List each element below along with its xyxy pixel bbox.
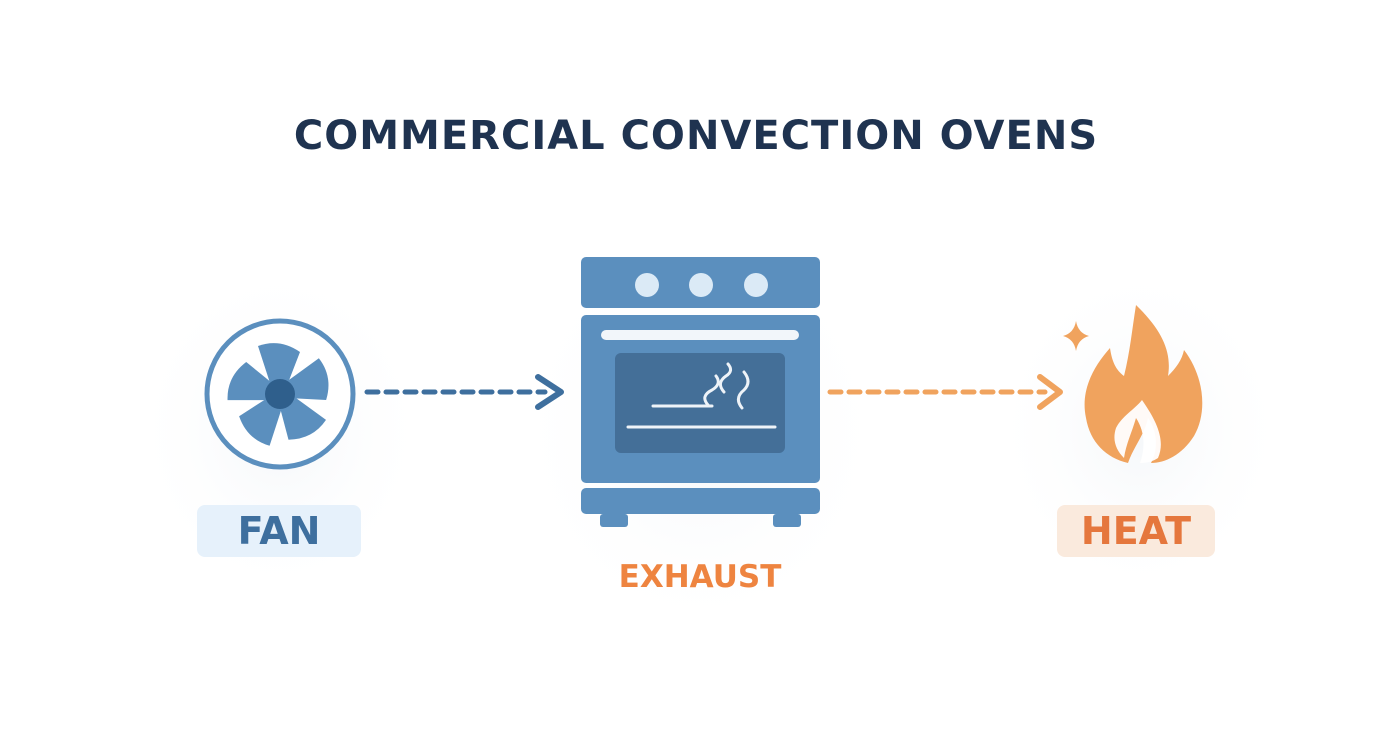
fan-to-oven-arrow	[364, 374, 564, 410]
oven-foot-left	[600, 514, 628, 527]
oven-knob-2	[689, 273, 713, 297]
oven-knob-1	[635, 273, 659, 297]
fan-label: FAN	[197, 505, 361, 557]
heat-label: HEAT	[1057, 505, 1215, 557]
sparkle-icon	[1063, 321, 1089, 351]
oven-window	[615, 353, 785, 453]
oven-foot-right	[773, 514, 801, 527]
oven-knob-3	[744, 273, 768, 297]
oven-icon	[581, 257, 820, 527]
flame-icon	[1084, 305, 1203, 463]
oven-handle	[601, 330, 799, 340]
exhaust-label: EXHAUST	[618, 559, 782, 595]
oven-to-heat-arrow	[827, 374, 1063, 410]
fan-icon	[204, 318, 356, 470]
diagram-title: COMMERCIAL CONVECTION OVENS	[293, 113, 1099, 159]
